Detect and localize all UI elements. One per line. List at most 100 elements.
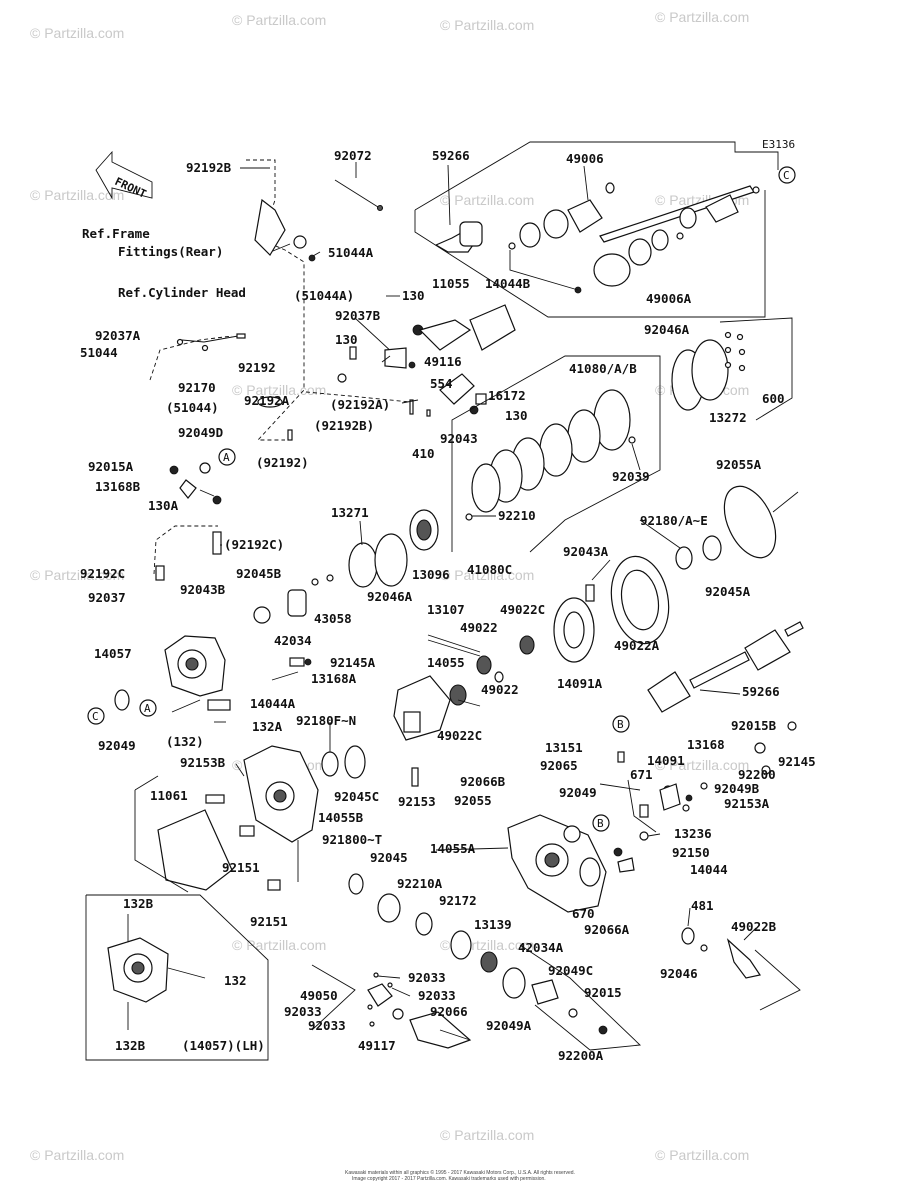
part-label: 92043	[440, 431, 478, 446]
bearing-rings	[253, 509, 439, 624]
part-label: 92043B	[180, 582, 226, 597]
housing-14055a	[507, 721, 801, 1011]
differential-parts	[427, 535, 722, 706]
part-label: 92033	[284, 1004, 322, 1019]
part-label: 14044B	[485, 276, 531, 291]
part-label: 11055	[432, 276, 470, 291]
inset-label-132b-bottom: 132B	[115, 1038, 146, 1053]
part-label: 49022	[460, 620, 498, 635]
lower-small-parts	[311, 873, 642, 1051]
part-label: 14091A	[557, 676, 603, 691]
part-label: 13168	[687, 737, 725, 752]
part-label: 13151	[545, 740, 583, 755]
diagram-code: E3136	[762, 138, 795, 151]
part-label: 481	[691, 898, 714, 913]
part-label: 92015A	[88, 459, 134, 474]
watermark: © Partzilla.com	[655, 1147, 749, 1163]
marker-b-label: B	[617, 718, 624, 731]
watermark: © Partzilla.com	[440, 192, 534, 208]
part-label: 41080C	[467, 562, 512, 577]
ref-frame-label: Ref.Frame	[82, 226, 150, 241]
inset-label-132: 132	[224, 973, 247, 988]
part-label: 92065	[540, 758, 578, 773]
part-label: 14055	[427, 655, 465, 670]
part-label: 410	[412, 446, 435, 461]
part-number-labels: 92072 59266 49006 E3136 92192B 51044A (5…	[80, 138, 816, 1063]
marker-a-label: A	[144, 702, 151, 715]
part-label: 92180/A~E	[640, 513, 708, 528]
part-label: 59266	[742, 684, 780, 699]
part-label: 92049B	[714, 781, 760, 796]
watermark: © Partzilla.com	[30, 25, 124, 41]
vent-hose-assembly	[149, 159, 516, 581]
part-label: 130	[505, 408, 528, 423]
inset-label-132b-top: 132B	[123, 896, 154, 911]
inset-label-14057-lh: (14057)(LH)	[182, 1038, 265, 1053]
part-label: (92192C)	[224, 537, 284, 552]
front-axle-parts	[334, 179, 760, 294]
part-label: 92049C	[548, 963, 593, 978]
part-label: 13168B	[95, 479, 141, 494]
watermark: © Partzilla.com	[440, 567, 534, 583]
part-label: 14091	[647, 753, 685, 768]
part-label: 49022C	[500, 602, 545, 617]
part-label: 49050	[300, 988, 338, 1003]
leader-lines	[220, 162, 757, 997]
part-label: 92145	[778, 754, 816, 769]
ref-frame-fittings-label: Fittings(Rear)	[118, 244, 223, 259]
part-label: 670	[572, 906, 595, 921]
part-label: 130	[402, 288, 425, 303]
part-label: 92033	[418, 988, 456, 1003]
reference-markers: C A C A B B	[87, 166, 796, 832]
part-label: 14044A	[250, 696, 296, 711]
part-label: 92037A	[95, 328, 141, 343]
watermark: © Partzilla.com	[30, 187, 124, 203]
drive-shaft-59266	[647, 621, 804, 713]
part-label: 671	[630, 767, 653, 782]
part-label: 92192A	[244, 393, 290, 408]
watermark: © Partzilla.com	[232, 12, 326, 28]
inset-lh-cover: 132B 132 132B (14057)(LH)	[85, 894, 269, 1061]
part-label: 92210A	[397, 876, 443, 891]
part-label: 92049	[98, 738, 136, 753]
part-label: 13096	[412, 567, 450, 582]
part-label: 51044	[80, 345, 118, 360]
part-label: 43058	[314, 611, 352, 626]
ref-cylinder-head-label: Ref.Cylinder Head	[118, 285, 246, 300]
right-cover-14055	[393, 675, 451, 787]
part-label: 921800~T	[322, 832, 382, 847]
part-label: 51044A	[328, 245, 374, 260]
part-label: 92153	[398, 794, 436, 809]
part-label: 92066A	[584, 922, 630, 937]
part-label: 92015	[584, 985, 622, 1000]
part-label: 92039	[612, 469, 650, 484]
watermark: © Partzilla.com	[440, 17, 534, 33]
left-cover-14057	[114, 635, 312, 723]
part-label: 92170	[178, 380, 216, 395]
gasket-11061	[134, 775, 233, 893]
watermark: © Partzilla.com	[655, 9, 749, 25]
part-label: 92045A	[705, 584, 751, 599]
part-label: 92200A	[558, 1048, 604, 1063]
part-label: 14057	[94, 646, 132, 661]
part-label: 92210	[498, 508, 536, 523]
part-label: 92045C	[334, 789, 379, 804]
part-label: 92037	[88, 590, 126, 605]
part-label: 92049A	[486, 1018, 532, 1033]
part-label: 49022	[481, 682, 519, 697]
part-label: (92192A)	[330, 397, 390, 412]
part-label: (92192B)	[314, 418, 374, 433]
part-label: (132)	[166, 734, 204, 749]
part-label: 49022B	[731, 919, 777, 934]
part-label: 554	[430, 376, 453, 391]
part-label: 92192C	[80, 566, 125, 581]
part-label: 92200	[738, 767, 776, 782]
part-label: 92043A	[563, 544, 609, 559]
watermark: © Partzilla.com	[440, 1127, 534, 1143]
part-label: 92066	[430, 1004, 468, 1019]
part-label: 49116	[424, 354, 462, 369]
part-label: 41080/A/B	[569, 361, 637, 376]
part-label: 92049D	[178, 425, 223, 440]
axle-assembly-outline	[414, 141, 779, 318]
